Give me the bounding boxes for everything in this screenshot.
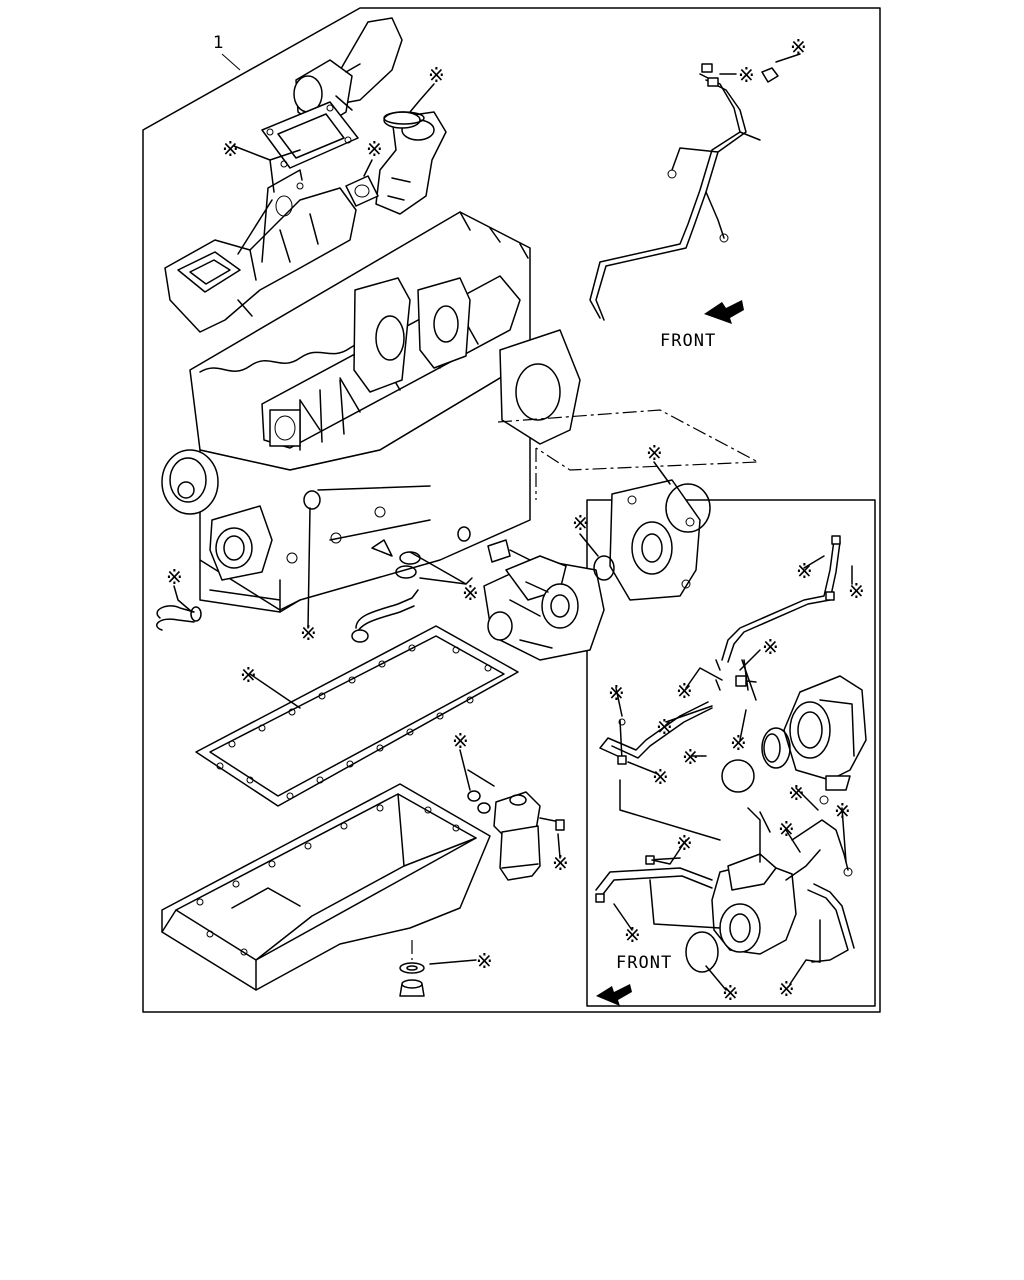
- rear-plate-dash: [497, 409, 761, 471]
- callout-inset-1: ※: [796, 559, 813, 583]
- callout-inset-2: ※: [848, 579, 865, 603]
- callout-inset-10: ※: [788, 781, 805, 805]
- pump-o-ring: [593, 555, 615, 581]
- thermostat-housing-group: [345, 111, 447, 215]
- callout-front-seal: ※: [166, 565, 183, 589]
- callout-pump-o-ring: ※: [572, 511, 589, 535]
- callout-harness-fitting-2: ※: [790, 35, 807, 59]
- callout-inset-5: ※: [608, 681, 625, 705]
- air-compressor: [595, 795, 855, 973]
- callout-inset-3: ※: [762, 635, 779, 659]
- item-1-callout: 1: [213, 33, 241, 71]
- callout-inset-6: ※: [656, 715, 673, 739]
- turbocharger: [721, 675, 867, 793]
- oil-filter: [467, 790, 565, 881]
- callout-symbols: ※ ※ ※ ※ ※ ※ ※ ※ ※ ※ ※ ※ ※ ※ ※ ※ ※ ※ ※ ※ …: [166, 35, 865, 1005]
- callout-upper-gasket: ※: [222, 137, 239, 161]
- callout-inset-7: ※: [730, 731, 747, 755]
- pump-drive-housing: [593, 479, 711, 601]
- front-arrow-main: [704, 300, 744, 324]
- callout-thermostat-ring: ※: [428, 63, 445, 87]
- callout-rear-o-ring: ※: [646, 441, 663, 465]
- injection-pump: [483, 539, 605, 661]
- front-label-inset: FRONT: [616, 953, 672, 973]
- rear-o-ring: [665, 483, 711, 533]
- main-frame: [142, 7, 881, 1013]
- engine-block: [161, 211, 581, 613]
- callout-inset-4: ※: [676, 679, 693, 703]
- callout-drain-washer: ※: [476, 949, 493, 973]
- callout-block-seal: ※: [300, 621, 317, 645]
- block-pipe-seals: [156, 490, 471, 643]
- oil-pan-gasket: [195, 625, 519, 807]
- callout-inset-13: ※: [834, 799, 851, 823]
- callout-filter-seals: ※: [452, 729, 469, 753]
- callout-leaders: [173, 53, 853, 991]
- turbo-inset-frame: [586, 499, 876, 1007]
- callout-inset-16: ※: [778, 977, 795, 1001]
- oil-pan: [161, 783, 491, 991]
- drain-plug: [399, 940, 425, 997]
- callout-inset-9: ※: [652, 765, 669, 789]
- front-label-main: FRONT: [660, 331, 716, 351]
- callout-inset-15: ※: [722, 981, 739, 1005]
- intake-manifold-group: [164, 17, 403, 333]
- callout-harness-fitting-1: ※: [738, 63, 755, 87]
- callout-pipe-seals: ※: [462, 581, 479, 605]
- callout-inset-14: ※: [624, 923, 641, 947]
- callout-oil-pan-gasket: ※: [240, 663, 257, 687]
- callout-thermostat-gasket: ※: [366, 137, 383, 161]
- main-fuel-harness: [589, 63, 779, 321]
- callout-inset-11: ※: [676, 831, 693, 855]
- callout-filter-bolt: ※: [552, 851, 569, 875]
- inset-oil-pipes: [599, 535, 841, 765]
- front-arrow-inset: [596, 984, 632, 1006]
- callout-inset-8: ※: [682, 745, 699, 769]
- svg-text:1: 1: [213, 33, 224, 53]
- callout-inset-12: ※: [778, 817, 795, 841]
